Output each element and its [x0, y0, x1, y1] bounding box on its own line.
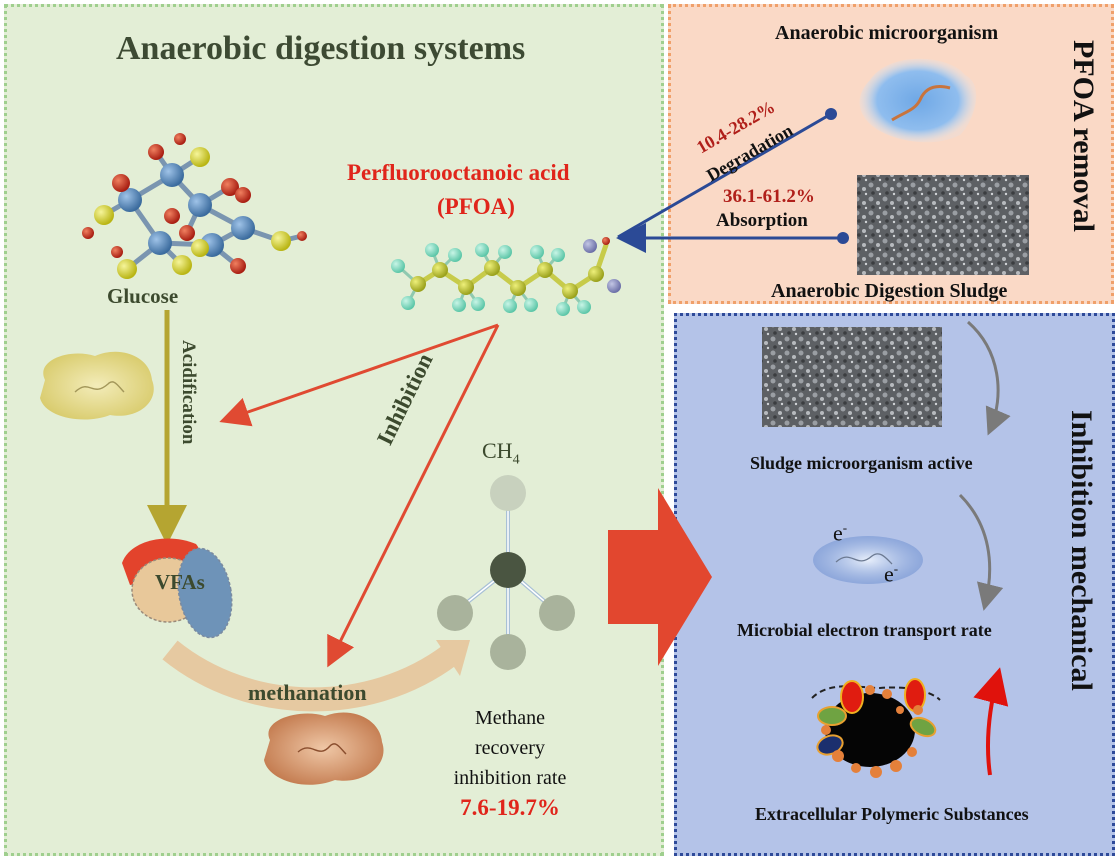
pfoa-removal-title: PFOA removal — [1067, 40, 1100, 232]
ad-sludge-label: Anaerobic Digestion Sludge — [771, 280, 1008, 302]
degradation-arrow — [617, 112, 832, 239]
anaerobic-microorganism-label: Anaerobic microorganism — [775, 22, 999, 44]
ad-sludge-image — [857, 175, 1029, 275]
eps-arrow — [973, 667, 1009, 776]
gray-arrow-2 — [958, 493, 1004, 611]
eps-label: Extracellular Polymeric Substances — [755, 804, 1029, 824]
sludge-microorganism-image — [762, 327, 942, 427]
electron-cell-icon — [813, 536, 923, 584]
glucose-molecule-icon — [82, 133, 307, 279]
absorption-label: Absorption — [716, 210, 808, 231]
sludge-active-label: Sludge microorganism active — [750, 453, 973, 473]
methane-inhibition-rate: 7.6-19.7% — [460, 795, 560, 820]
methane-recovery-text: Methane recovery inhibition rate 7.6-19.… — [430, 703, 590, 823]
pfoa-abbrev: (PFOA) — [437, 194, 515, 219]
eps-cell-icon — [811, 678, 941, 778]
electron-label-1: e- — [833, 520, 848, 546]
brown-cell-icon — [264, 712, 384, 785]
electron-transport-label: Microbial electron transport rate — [737, 620, 992, 640]
yellow-cell-icon — [40, 351, 154, 420]
pfoa-molecule-icon — [391, 237, 621, 316]
left-panel-title: Anaerobic digestion systems — [116, 30, 526, 67]
methanation-arrow — [162, 640, 458, 712]
inhibition-arrow-methanation — [327, 324, 500, 668]
inhibition-arrow-acidification — [219, 323, 499, 427]
gray-arrow-1 — [967, 320, 1011, 436]
glucose-label: Glucose — [107, 284, 179, 308]
methanation-label: methanation — [248, 680, 367, 705]
ch4-label: CH4 — [482, 438, 520, 468]
transition-arrow — [608, 488, 712, 666]
inhibition-mechanical-title: Inhibition mechanical — [1065, 410, 1098, 691]
methane-molecule-icon — [437, 475, 575, 670]
vfas-icon — [122, 538, 233, 639]
absorption-percentage: 36.1-61.2% — [723, 186, 815, 207]
vfas-label: VFAs — [155, 570, 205, 594]
electron-label-2: e- — [884, 561, 899, 587]
acidification-label: Acidification — [178, 340, 199, 445]
anaerobic-microorganism-icon — [859, 58, 977, 143]
pfoa-label: Perfluorooctanoic acid — [347, 160, 570, 185]
